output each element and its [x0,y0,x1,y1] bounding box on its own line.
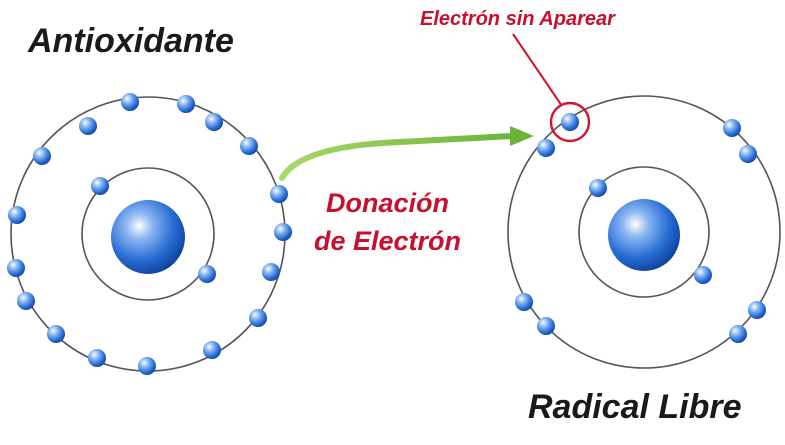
electron [537,139,555,157]
electron [121,93,139,111]
antioxidant-atom [7,93,292,375]
electron [723,119,741,137]
electron-donation-label: Donación de Electrón [314,184,461,260]
electron [274,223,292,241]
electron [537,317,555,335]
electron [8,206,26,224]
electron [249,309,267,327]
unpaired-electron [561,113,579,131]
free-radical-outer-orbit [507,95,781,369]
donation-line-2: de Electrón [314,226,462,256]
electron [270,185,288,203]
free-radical-electrons [515,113,766,343]
electron [177,95,195,113]
antioxidant-title: Antioxidante [28,22,234,60]
donation-line-1: Donación [326,188,450,218]
free-radical-atom [507,95,781,369]
free-radical-inner-orbit [578,166,710,298]
unpaired-electron-pointer [512,33,563,107]
electron [262,263,280,281]
electron [748,301,766,319]
unpaired-electron-highlight [549,101,591,143]
free-radical-title: Radical Libre [528,388,742,426]
donation-arrow [279,126,534,181]
electron [17,292,35,310]
electron [205,113,223,131]
electron [729,325,747,343]
electron [138,357,156,375]
electron [88,349,106,367]
electron [7,259,25,277]
antioxidant-electrons [7,93,292,375]
electron [33,147,51,165]
antioxidant-nucleus [111,200,185,274]
electron [91,177,109,195]
unpaired-electron-label: Electrón sin Aparear [420,8,615,30]
electron [47,325,65,343]
antioxidant-inner-orbit [81,167,215,301]
electron [203,341,221,359]
electron [240,137,258,155]
electron [515,293,533,311]
electron [694,266,712,284]
electron [739,145,757,163]
free-radical-nucleus [608,199,680,271]
electron [589,179,607,197]
electron [198,265,216,283]
electron [79,117,97,135]
